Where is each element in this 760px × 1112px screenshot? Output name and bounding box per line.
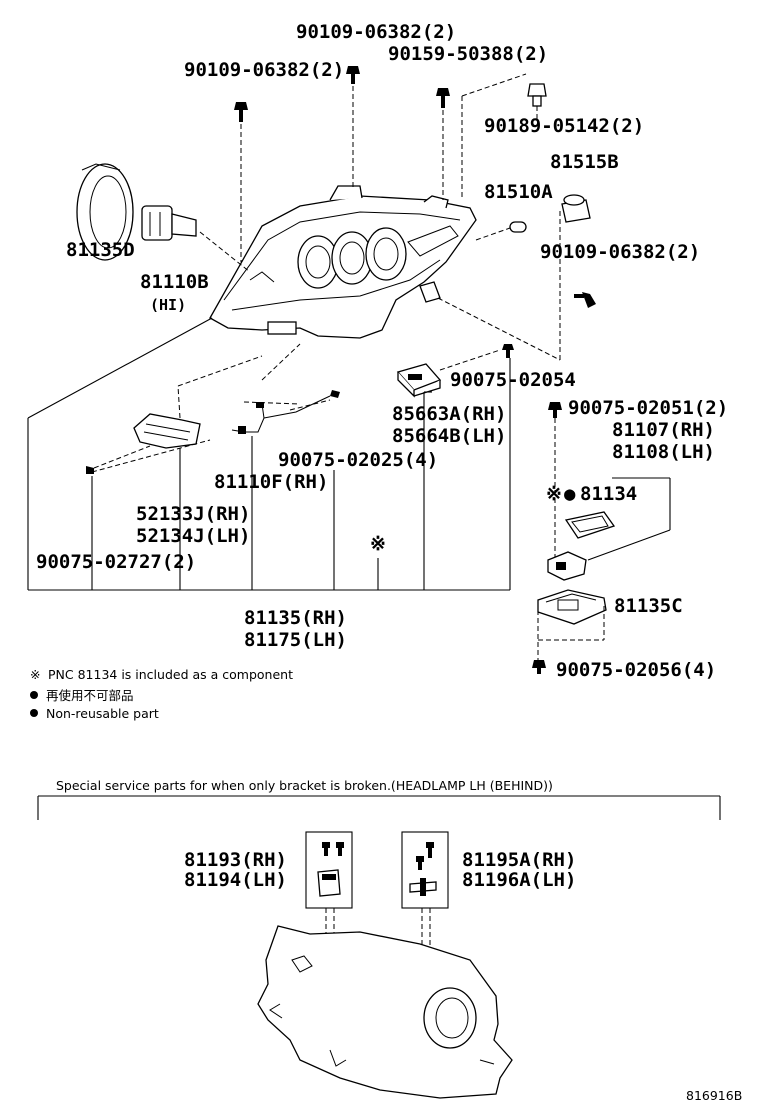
part-label: 81193(RH)	[184, 849, 287, 871]
ballast-icon	[537, 589, 607, 625]
non-reusable-note-en: Non-reusable part	[46, 706, 159, 721]
screw-icon	[86, 466, 94, 474]
gasket-icon	[564, 511, 616, 539]
socket-icon	[561, 194, 591, 223]
part-label: 90075-02025(4)	[278, 449, 438, 471]
bolt-icon	[234, 102, 248, 122]
part-label: 81515B	[550, 151, 619, 173]
diagram-id: 816916B	[686, 1088, 742, 1103]
part-label: 81107(RH)	[612, 419, 715, 441]
bracket-b-box	[401, 831, 449, 909]
special-heading: Special service parts for when only brac…	[56, 778, 553, 793]
ref-mark: ※	[370, 533, 386, 555]
igniter-module-icon	[547, 551, 587, 581]
non-reusable-note-jp: 再使用不可部品	[46, 688, 134, 703]
section-bracket	[37, 795, 721, 820]
pnc-note: PNC 81134 is included as a component	[48, 667, 293, 682]
bulb-cap-icon	[76, 163, 134, 261]
part-label: 81195A(RH)	[462, 849, 576, 871]
screw-icon	[330, 390, 340, 398]
part-label: 52133J(RH)	[136, 503, 250, 525]
part-label: 81135D	[66, 239, 135, 261]
bullet-mark: ●	[564, 483, 576, 505]
part-label: 81110B	[140, 271, 209, 293]
bullet-icon	[30, 709, 38, 717]
assembly-bracket-lines	[27, 317, 511, 591]
part-label: 81196A(LH)	[462, 869, 576, 891]
part-label: 81135(RH)	[244, 607, 347, 629]
bolt-icon	[574, 292, 596, 308]
wire-harness-icon	[231, 395, 331, 434]
part-label: 90075-02054	[450, 369, 576, 391]
part-label: 81510A	[484, 181, 553, 203]
part-label: 81134	[580, 483, 637, 505]
headlamp-housing	[209, 185, 477, 339]
clip-icon	[527, 83, 547, 107]
part-label: 90109-06382(2)	[540, 241, 700, 263]
ecu-module-icon	[396, 363, 442, 398]
part-label: 90159-50388(2)	[388, 43, 548, 65]
ref-mark: ※	[546, 483, 562, 505]
headlamp-rear-view	[257, 925, 513, 1099]
bolt-icon	[346, 66, 360, 84]
part-label: 90189-05142(2)	[484, 115, 644, 137]
screw-icon	[532, 660, 546, 674]
screw-icon	[502, 344, 514, 358]
part-label: 81135C	[614, 595, 683, 617]
part-label: 90109-06382(2)	[184, 59, 344, 81]
part-label: 85663A(RH)	[392, 403, 506, 425]
screw-icon	[436, 88, 450, 108]
part-label: 81175(LH)	[244, 629, 347, 651]
bracket-a-box	[305, 831, 353, 909]
bulb-icon	[141, 205, 197, 241]
part-label: 90109-06382(2)	[296, 21, 456, 43]
bullet-icon	[30, 691, 38, 699]
ref-mark: ※	[30, 667, 40, 682]
part-label: 85664B(LH)	[392, 425, 506, 447]
small-bulb-icon	[509, 221, 527, 233]
part-label: 90075-02727(2)	[36, 551, 196, 573]
part-label: 81110F(RH)	[214, 471, 328, 493]
part-label: 81108(LH)	[612, 441, 715, 463]
part-label: 90075-02056(4)	[556, 659, 716, 681]
part-label: (HI)	[150, 296, 186, 314]
reflector-icon	[133, 413, 201, 449]
screw-icon	[548, 402, 562, 418]
part-label: 90075-02051(2)	[568, 397, 728, 419]
part-label: 81194(LH)	[184, 869, 287, 891]
part-label: 52134J(LH)	[136, 525, 250, 547]
